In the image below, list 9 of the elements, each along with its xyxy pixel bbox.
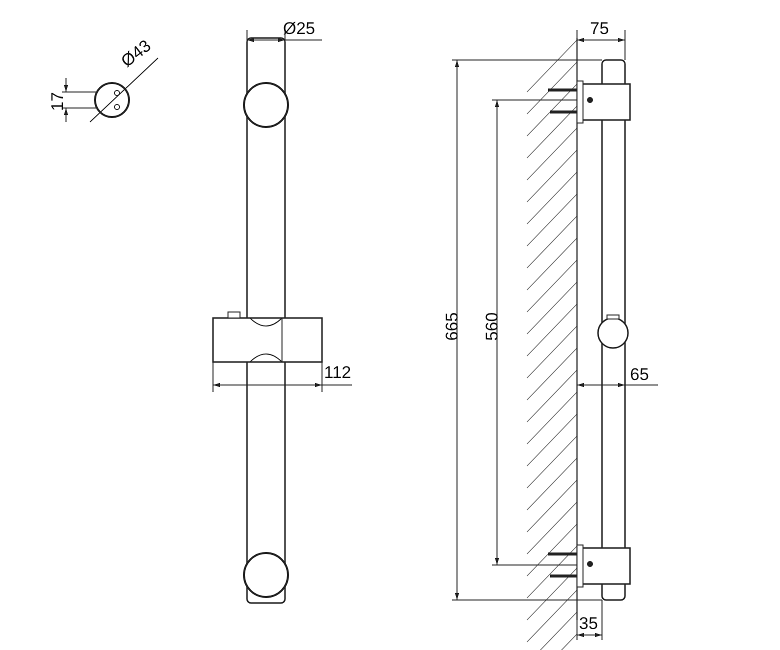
dimension-label: Ø25 bbox=[283, 20, 316, 37]
dimension-label: 65 bbox=[630, 366, 649, 383]
dimension-label: 665 bbox=[444, 312, 461, 341]
dimension-label: 560 bbox=[484, 312, 501, 341]
dimension-label: 35 bbox=[579, 615, 598, 632]
dimension-label: 112 bbox=[324, 364, 352, 381]
dimension-label: Ø43 bbox=[118, 36, 154, 70]
dimension-label: 75 bbox=[590, 20, 609, 37]
dimension-label: 17 bbox=[48, 92, 66, 111]
